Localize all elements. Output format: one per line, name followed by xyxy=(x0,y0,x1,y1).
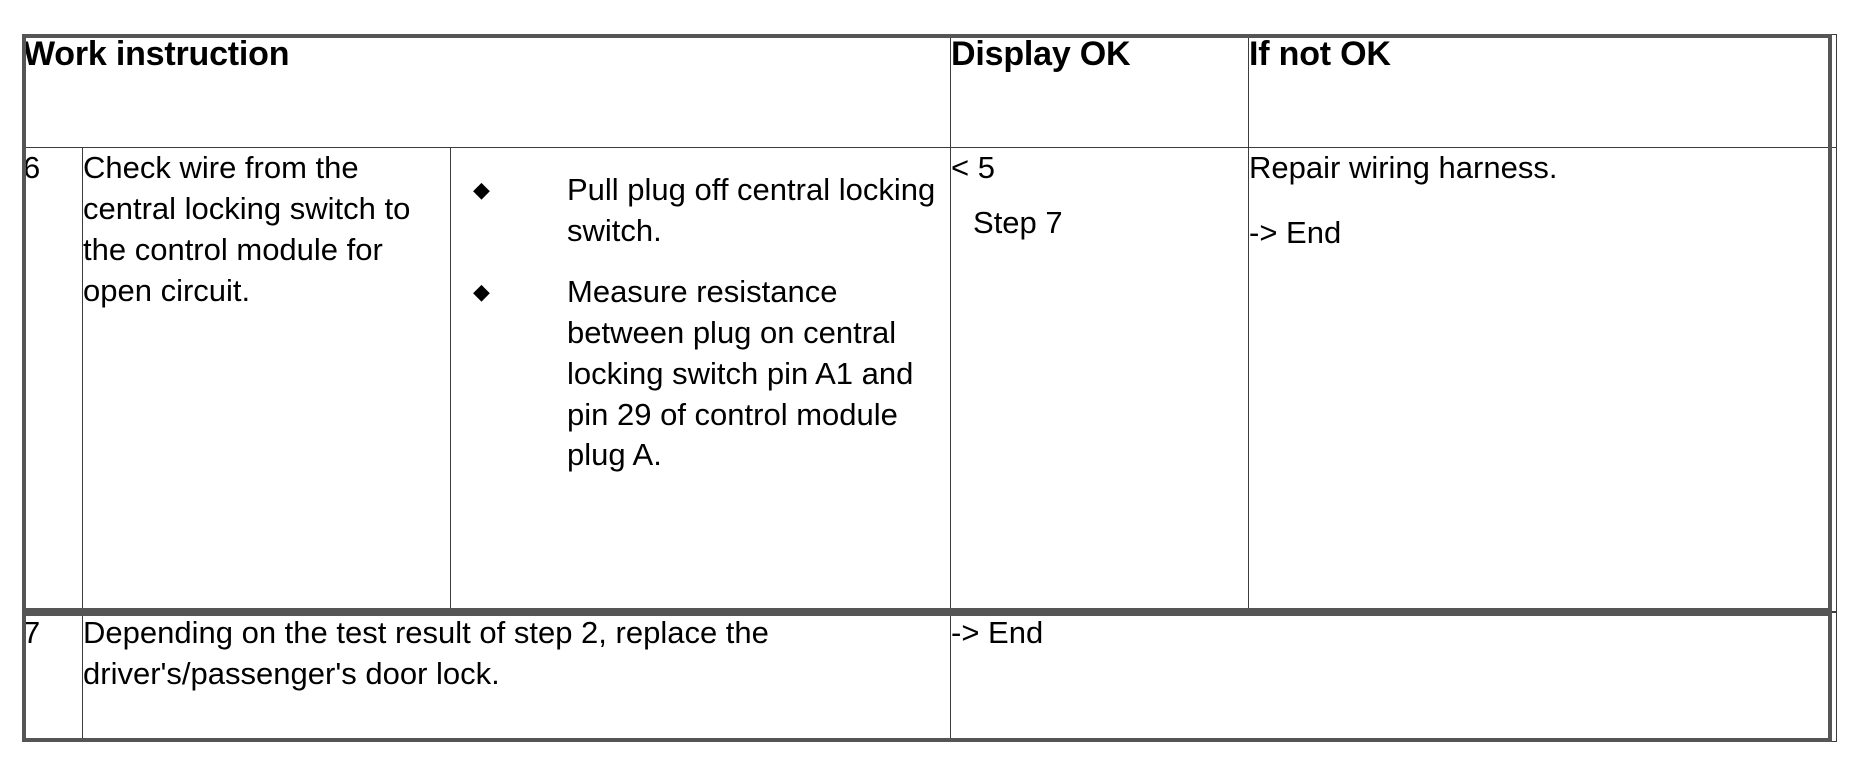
header-display-ok: Display OK xyxy=(950,33,1250,149)
row-number: 6 xyxy=(22,147,83,612)
list-item: ◆ Measure resistance between plug on cen… xyxy=(473,272,940,477)
list-item: ◆ Pull plug off central locking switch. xyxy=(473,170,940,252)
if-not-ok-next-step: -> End xyxy=(1249,214,1342,250)
row-task-description: Check wire from the central locking swit… xyxy=(82,147,451,612)
row-number: 7 xyxy=(22,612,83,742)
row-step-list-cell: ◆ Pull plug off central locking switch. … xyxy=(449,147,952,612)
diamond-bullet-icon: ◆ xyxy=(473,278,490,304)
task-text: Check wire from the central locking swit… xyxy=(83,150,411,308)
if-not-ok-action: Repair wiring harness. xyxy=(1249,150,1558,186)
step-text: Measure resistance between plug on centr… xyxy=(567,273,914,473)
table-row: 6 Check wire from the central locking sw… xyxy=(22,147,1838,612)
step-list: ◆ Pull plug off central locking switch. … xyxy=(451,148,950,494)
header-work-instruction: Work instruction xyxy=(21,33,952,149)
header-if-not-ok: If not OK xyxy=(1248,33,1838,149)
table-row: 7 Depending on the test result of step 2… xyxy=(22,612,1838,742)
display-ok-next-step: Step 7 xyxy=(973,204,1063,240)
diamond-bullet-icon: ◆ xyxy=(473,177,490,203)
row-task-description: Depending on the test result of step 2, … xyxy=(82,612,951,742)
table-header-row: Work instruction Display OK If not OK xyxy=(21,33,1838,149)
display-ok-value: < 5 xyxy=(951,150,995,186)
display-ok-value: -> End xyxy=(951,615,1044,650)
row-display-ok-cell: -> End xyxy=(949,612,1838,742)
work-instruction-table: Work instruction Display OK If not OK 6 … xyxy=(21,33,1838,612)
row-display-ok-cell: < 5 Step 7 xyxy=(950,147,1250,612)
spacer xyxy=(951,189,1248,203)
row-if-not-ok-cell: Repair wiring harness. -> End xyxy=(1248,147,1838,612)
work-instruction-table-continued: 7 Depending on the test result of step 2… xyxy=(22,612,1838,742)
step-text: Pull plug off central locking switch. xyxy=(567,172,936,248)
task-text: Depending on the test result of step 2, … xyxy=(83,615,769,691)
